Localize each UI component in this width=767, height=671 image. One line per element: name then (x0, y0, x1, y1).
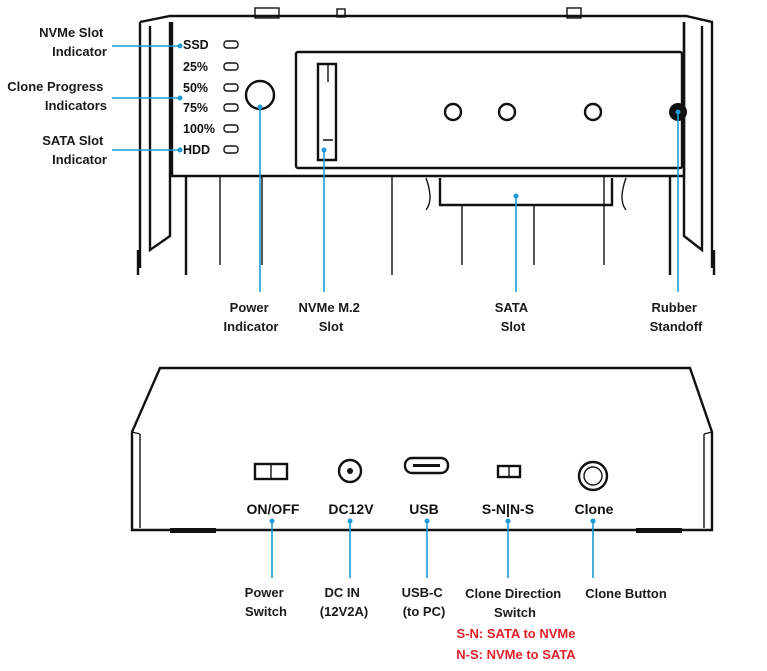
callout-power-switch: Power Switch (245, 585, 288, 619)
led-label-100: 100% (183, 122, 215, 136)
panel-label-dc12v: DC12V (328, 501, 374, 517)
screw-hole-3 (583, 102, 603, 122)
note-s-n: S-N: SATA to NVMe (457, 626, 576, 641)
led-label-75: 75% (183, 101, 208, 115)
callout-dc-in: DC IN (12V2A) (320, 585, 368, 619)
callout-clone-direction-switch: Clone Direction Switch (465, 586, 565, 620)
led-label-25: 25% (183, 60, 208, 74)
callout-rubber-standoff: Rubber Standoff (650, 300, 703, 334)
note-n-s: N-S: NVMe to SATA (456, 647, 576, 662)
callout-nvme-slot-indicator: NVMe Slot Indicator (39, 25, 107, 59)
panel-label-clone: Clone (575, 501, 614, 517)
led-label-ssd: SSD (183, 38, 209, 52)
panel-label-onoff: ON/OFF (247, 501, 300, 517)
callout-usb-c: USB-C (to PC) (402, 585, 447, 619)
callout-clone-button: Clone Button (585, 586, 667, 601)
panel-label-usb: USB (409, 501, 439, 517)
screw-hole-1 (443, 102, 463, 122)
led-label-50: 50% (183, 81, 208, 95)
callout-sata-slot: SATA Slot (495, 300, 532, 334)
callout-power-indicator: Power Indicator (224, 300, 279, 334)
panel-label-direction: S-N|N-S (482, 501, 534, 517)
rear-panel-leaders (269, 518, 596, 578)
dc-jack (337, 458, 363, 484)
top-view-leaders (112, 43, 681, 292)
rear-panel-device (130, 366, 714, 533)
clone-button[interactable] (577, 460, 609, 492)
callout-clone-progress: Clone Progress Indicators (7, 79, 107, 113)
usb-c-port (403, 456, 450, 475)
led-column (223, 40, 239, 154)
callout-nvme-m2-slot: NVMe M.2 Slot (298, 300, 363, 334)
top-view-device: SSD 25% 50% 75% 100% HDD (136, 7, 716, 275)
led-label-hdd: HDD (183, 143, 210, 157)
callout-sata-slot-indicator: SATA Slot Indicator (42, 133, 107, 167)
screw-hole-2 (497, 102, 517, 122)
